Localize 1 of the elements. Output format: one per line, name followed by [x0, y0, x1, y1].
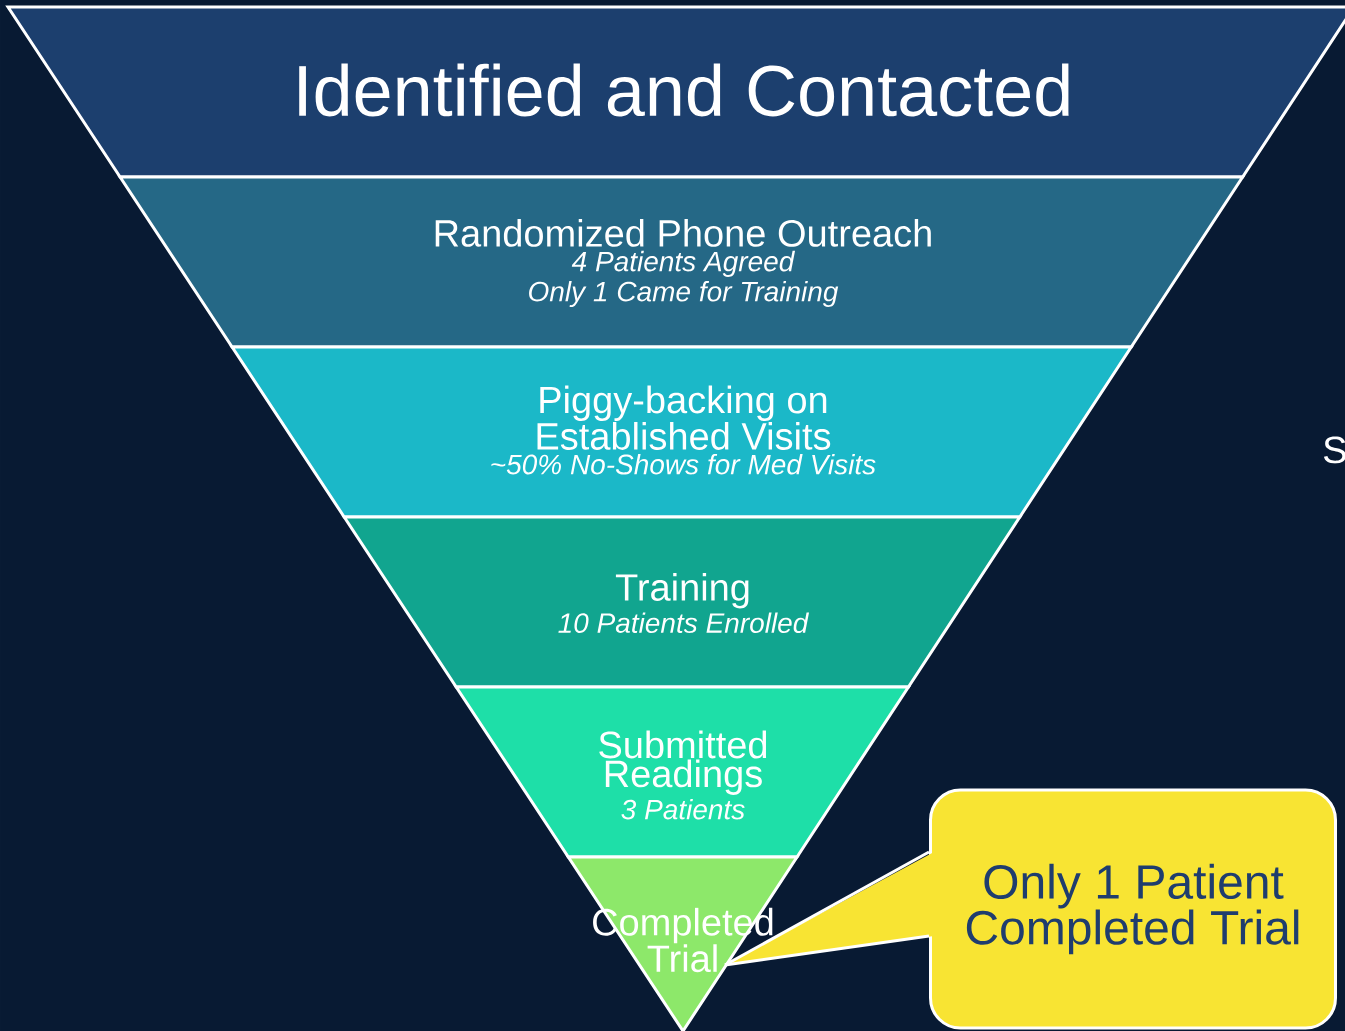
- cut-off-text: S: [1323, 436, 1345, 464]
